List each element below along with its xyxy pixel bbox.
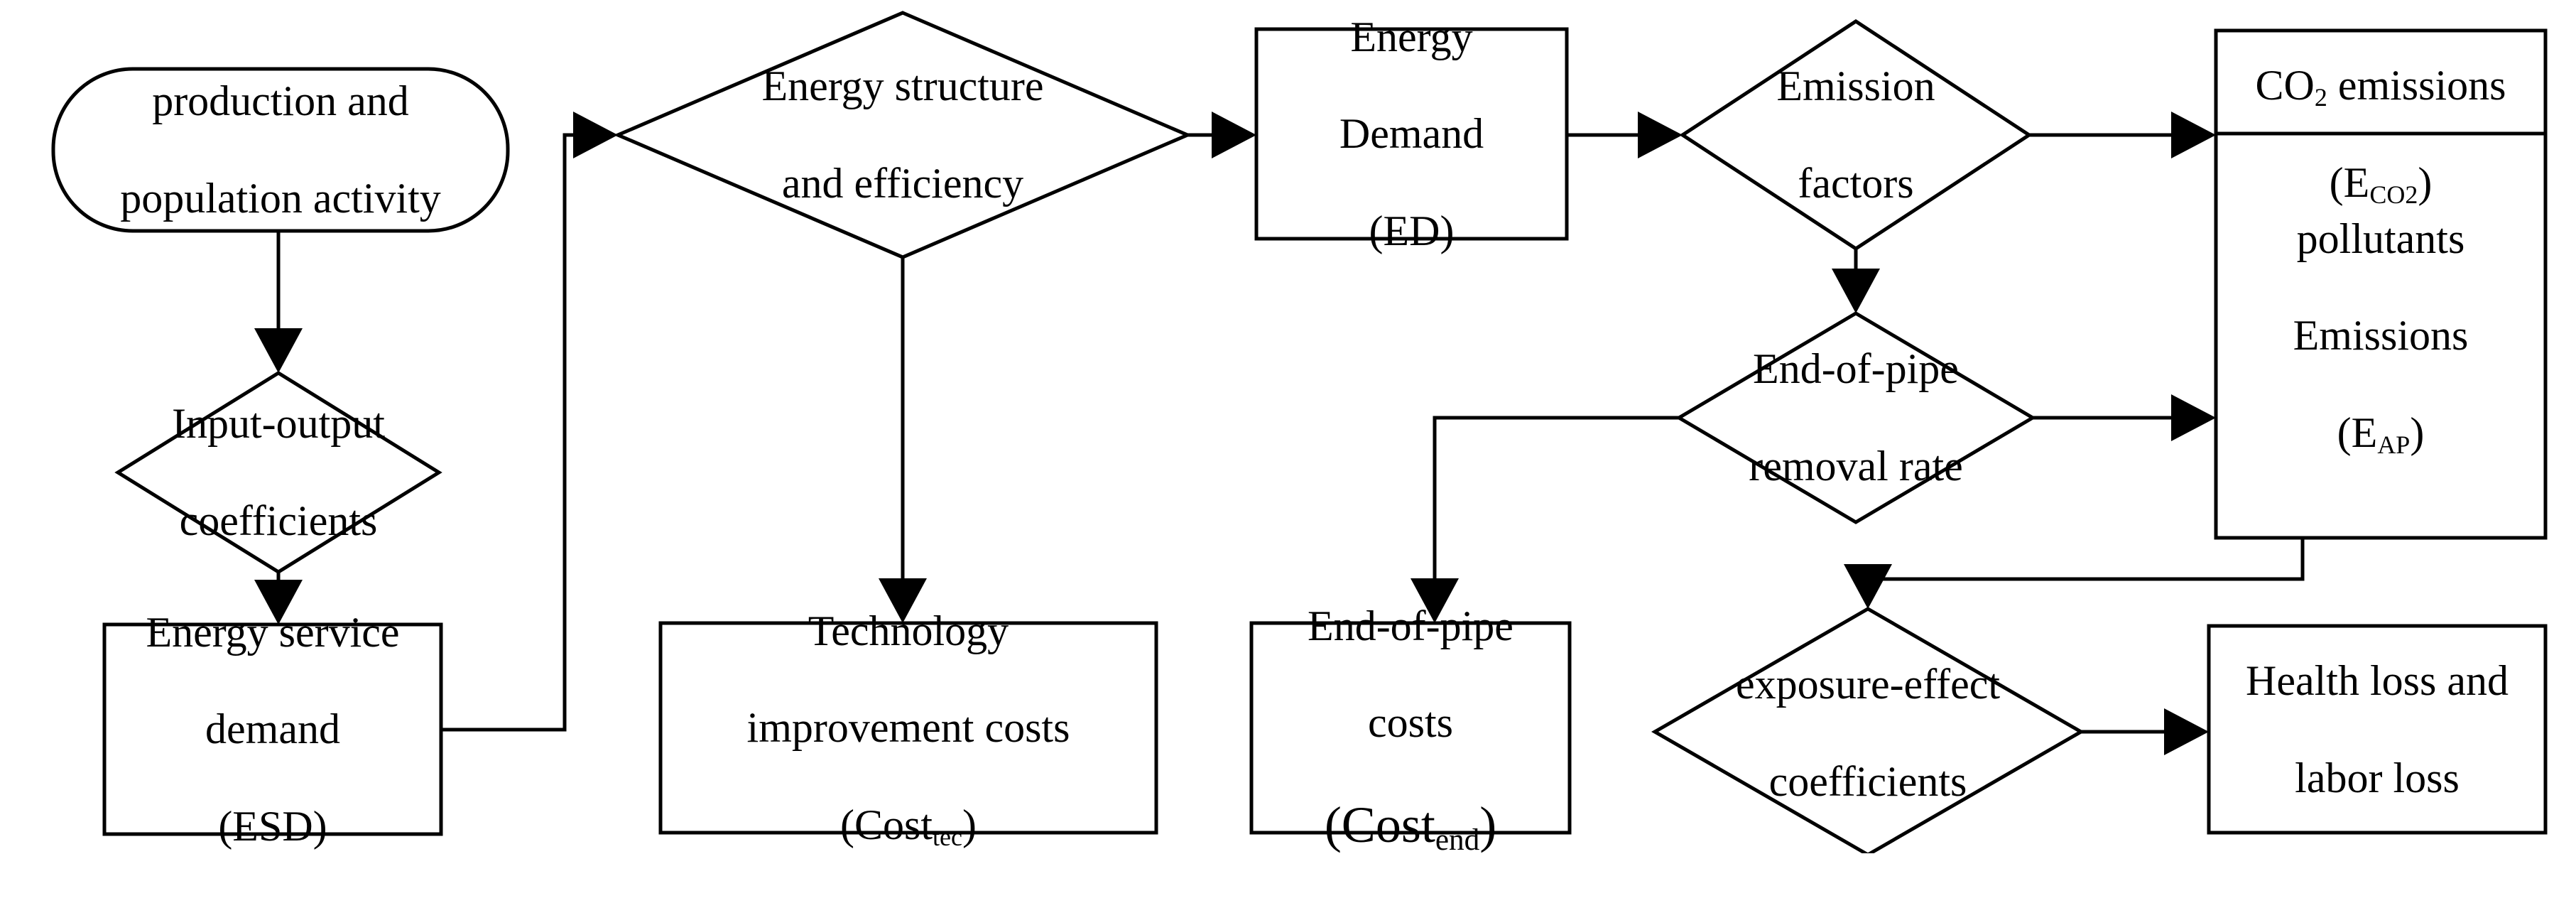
flowchart-canvas: production and population activity Input…: [51, 11, 2548, 858]
node-pollutants-shape: [2214, 131, 2548, 540]
node-io-coeff-shape: [114, 371, 442, 574]
node-eop-cost-shape: [1249, 621, 1572, 835]
edge-production-to-io-coeff: [254, 231, 303, 373]
node-energy-demand-shape: [1254, 27, 1569, 241]
edge-pollutants-to-exposure: [1844, 538, 2305, 609]
node-health-shape: [2207, 624, 2548, 835]
edge-energy-struct-to-tech-cost: [879, 257, 927, 623]
edge-io-coeff-to-esd: [254, 572, 303, 624]
node-emission-fac-shape: [1679, 19, 2033, 251]
edge-eop-rate-to-eop-cost: [1411, 416, 1679, 623]
edge-eop-rate-to-pollutants: [2033, 394, 2216, 441]
edge-exposure-to-health: [2081, 708, 2209, 755]
node-exposure-shape: [1651, 607, 2085, 853]
edge-energy-struct-to-energy-demand: [1188, 112, 1256, 158]
edge-energy-demand-to-emission-fac: [1567, 112, 1683, 158]
node-energy-struct-shape: [613, 11, 1192, 259]
edge-esd-to-energy-struct: [441, 112, 618, 732]
flowchart-svg: [51, 11, 2548, 853]
edge-emission-fac-to-co2: [2029, 112, 2216, 158]
node-production-shape: [51, 67, 510, 233]
node-eop-rate-shape: [1675, 311, 2036, 524]
edge-emission-fac-to-eop-rate: [1832, 249, 1880, 313]
node-esd-shape: [102, 622, 443, 836]
node-tech-cost-shape: [658, 621, 1158, 835]
